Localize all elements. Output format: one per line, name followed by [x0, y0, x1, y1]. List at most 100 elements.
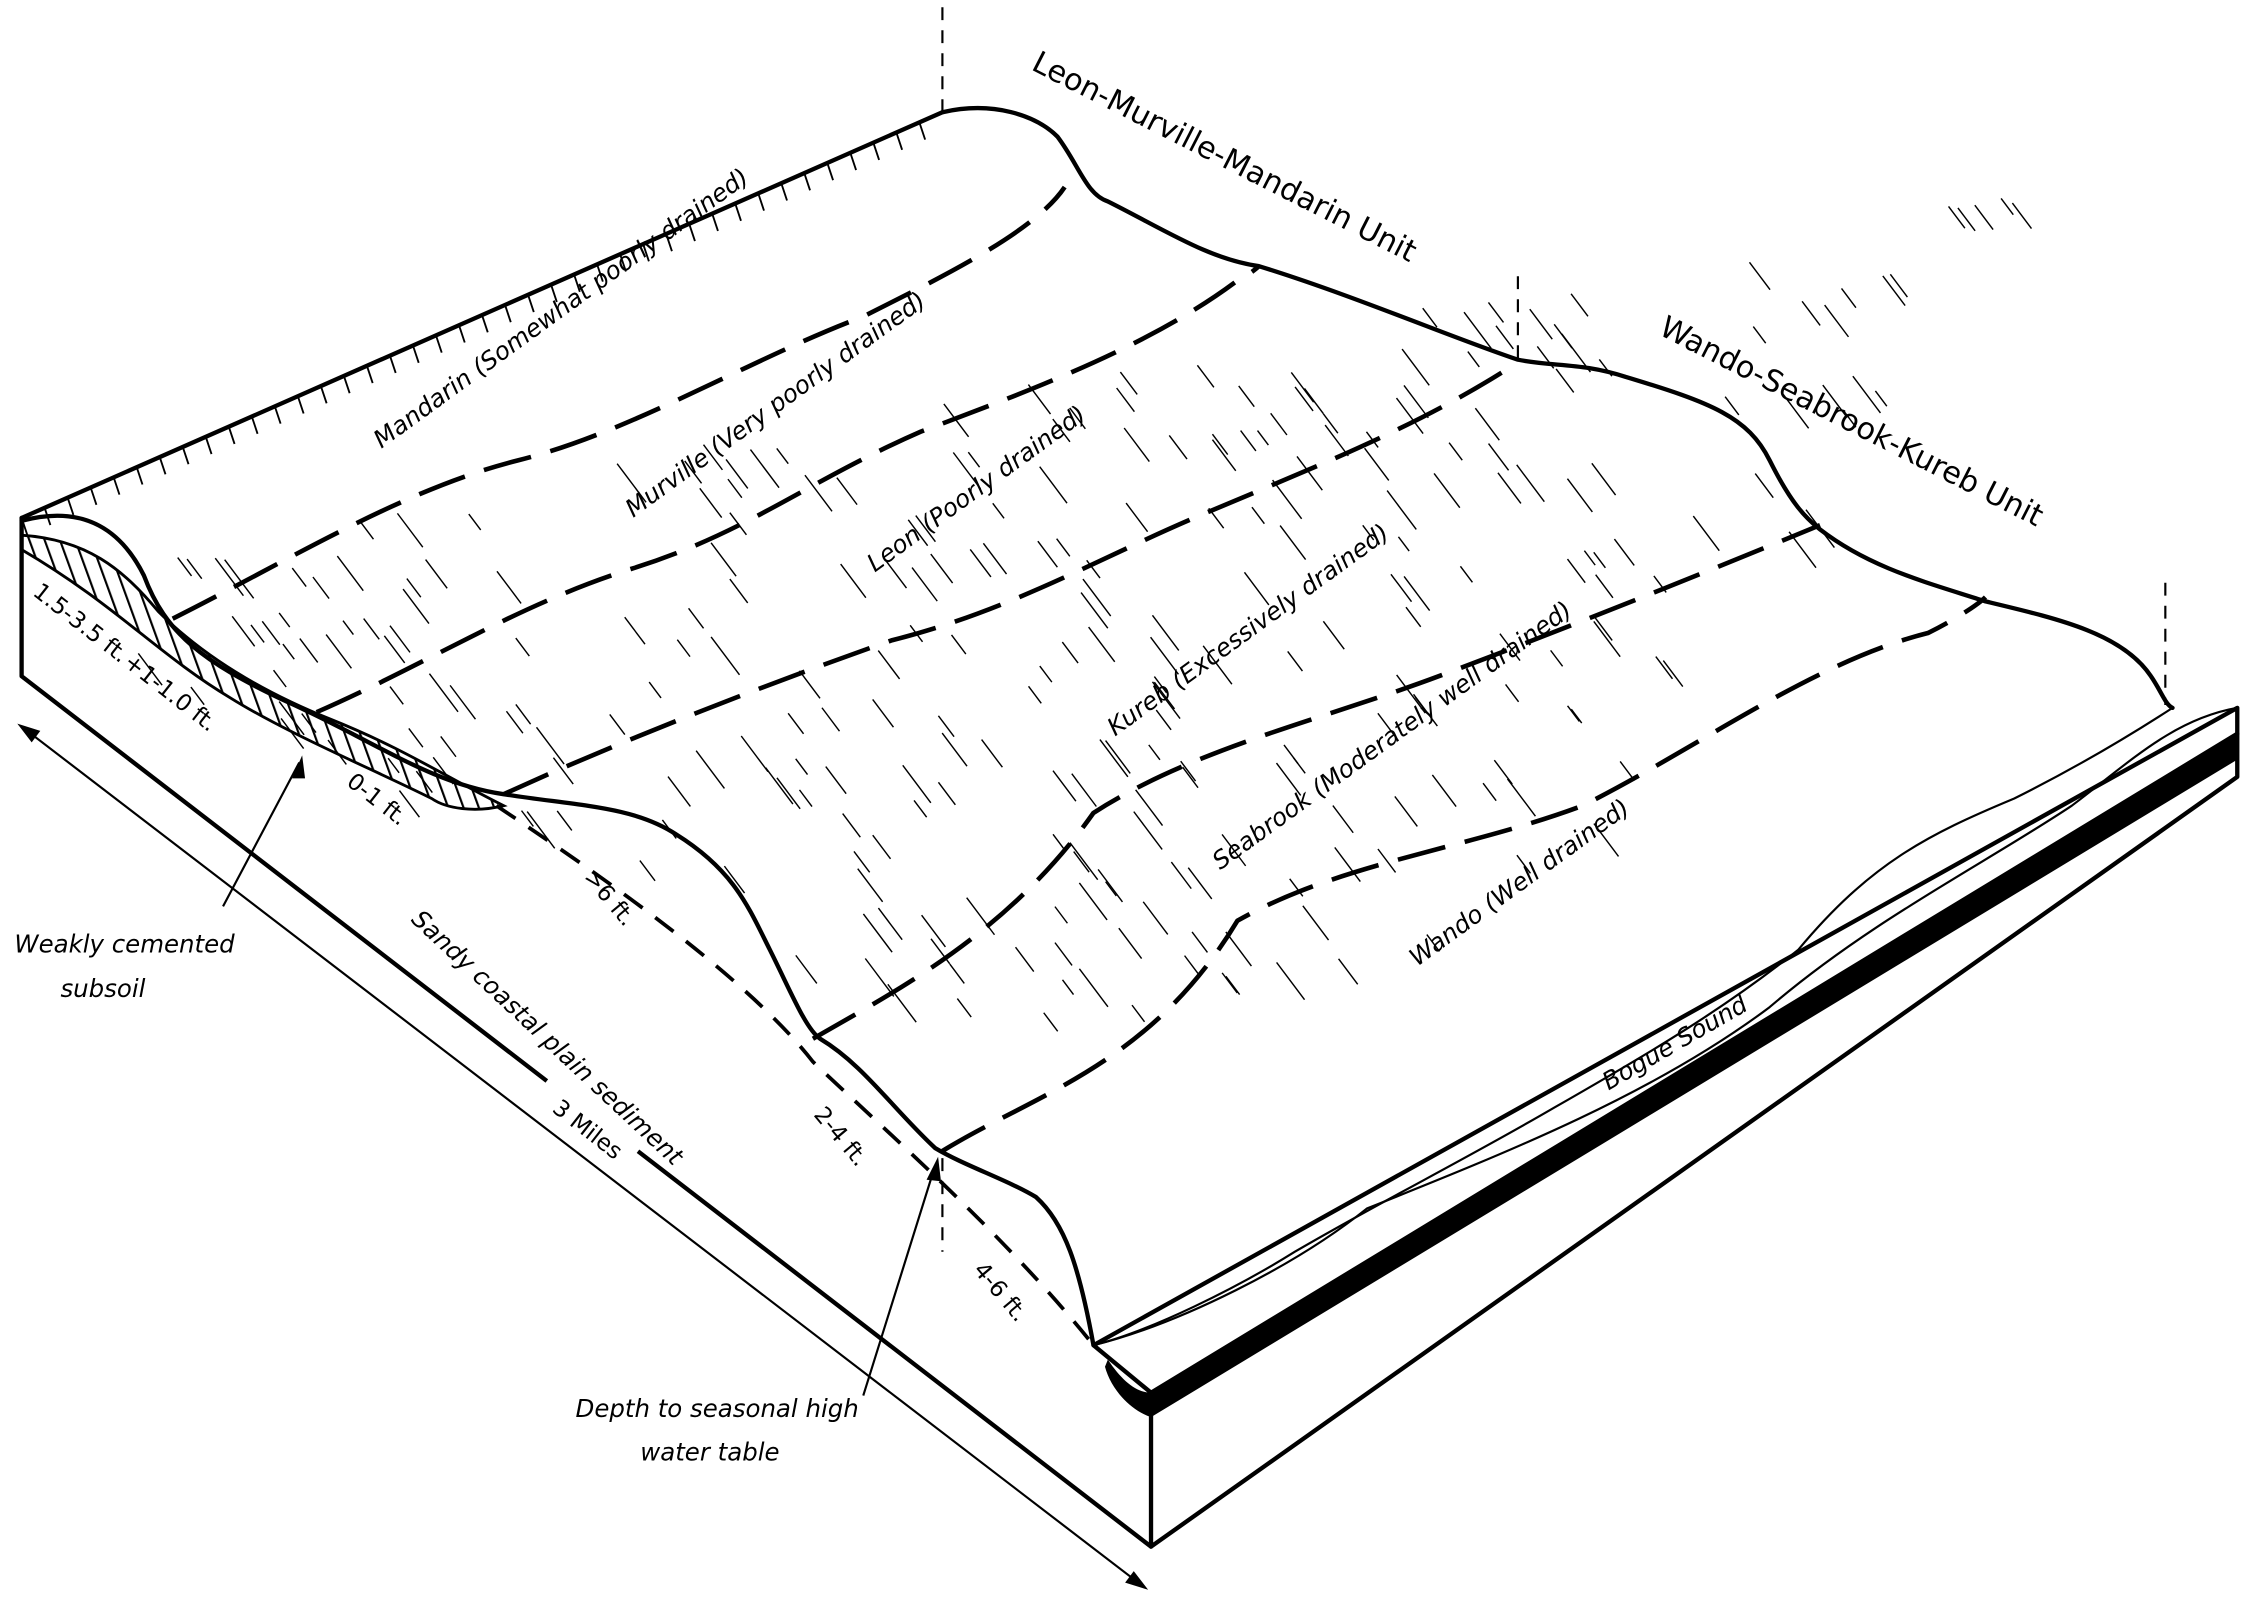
hachure-stroke — [1061, 641, 1079, 664]
hachure-stroke — [624, 616, 646, 645]
hachure-stroke — [1499, 633, 1521, 661]
hachure-stroke — [2011, 202, 2033, 229]
ridge-profile — [940, 105, 2175, 711]
back-tick — [366, 365, 374, 384]
hachure-stroke — [725, 459, 749, 489]
hachure-stroke — [710, 636, 741, 676]
hachure-stroke — [1211, 433, 1229, 456]
hachure-stroke — [1180, 760, 1197, 782]
hachure-stroke — [1073, 851, 1090, 873]
hachure-stroke — [702, 444, 723, 471]
subsoil-annotation-line1: Weakly cemented — [14, 929, 235, 958]
hachure-stroke — [687, 607, 705, 629]
hachure-stroke — [1086, 559, 1101, 579]
hachure-stroke — [1052, 770, 1077, 802]
hachure-stroke — [1403, 384, 1429, 419]
hachure-stroke — [1459, 565, 1474, 583]
hachure-stroke — [885, 560, 908, 589]
hachure-stroke — [515, 704, 532, 725]
soil-label-wando: Wando (Well drained) — [1404, 793, 1635, 972]
hachure-stroke — [1364, 447, 1390, 481]
back-tick — [596, 264, 604, 282]
hachure-stroke — [231, 615, 256, 647]
scale-line — [20, 725, 1145, 1588]
hachure-stroke — [1322, 620, 1345, 650]
subsoil-annotation-line2: subsoil — [60, 974, 145, 1003]
slab-front-top — [1148, 731, 2240, 1395]
hachure-stroke — [1148, 744, 1161, 761]
hachure-stroke — [840, 563, 867, 599]
hachure-stroke — [1118, 927, 1143, 960]
hachure-stroke — [1052, 418, 1071, 443]
back-tick — [181, 446, 190, 465]
hachure-stroke — [312, 576, 330, 599]
hachure-stroke — [261, 620, 281, 646]
hachure-stroke — [1957, 207, 1976, 232]
hachure-stroke — [981, 739, 1003, 768]
hachure-stroke — [937, 781, 956, 806]
hachure-stroke — [515, 637, 530, 657]
back-tick — [319, 385, 328, 404]
hachure-stroke — [930, 553, 954, 584]
hachure-stroke — [1433, 472, 1461, 509]
boundary-seabrook-wando — [941, 595, 1988, 1153]
hachure-stroke — [389, 686, 404, 705]
hachure-stroke — [911, 567, 938, 602]
hachure-stroke — [1069, 842, 1099, 881]
hachure-stroke — [648, 681, 662, 699]
hachure-stroke — [406, 578, 422, 598]
hachure-stroke — [1395, 397, 1424, 434]
hachure-stroke — [1088, 626, 1116, 663]
hachure-stroke — [1256, 430, 1269, 446]
hachure-stroke — [776, 777, 801, 810]
hachure-stroke — [1322, 413, 1339, 434]
hachure-stroke — [1251, 506, 1265, 525]
depth-label-6: 4-6 ft. — [968, 1258, 1032, 1327]
back-tick — [389, 355, 397, 374]
hachure-stroke — [1852, 375, 1882, 414]
scale-arrow-end — [1125, 1571, 1149, 1590]
hachure-stroke — [1566, 478, 1593, 513]
hachure-stroke — [937, 715, 955, 738]
depth-label-5: 2-4 ft. — [808, 1102, 872, 1171]
back-tick — [711, 213, 719, 232]
hachure-stroke — [1014, 946, 1035, 972]
hachure-stroke — [526, 811, 556, 849]
hachure-stroke — [389, 625, 411, 653]
hachure-stroke — [1151, 614, 1180, 651]
hachure-stroke — [1754, 473, 1774, 499]
hachure-stroke — [684, 460, 703, 484]
hachure-stroke — [1842, 410, 1857, 428]
hachure-stroke — [1052, 833, 1065, 849]
back-tick — [458, 324, 466, 343]
hachure-stroke — [1493, 759, 1513, 785]
hachure-stroke — [695, 750, 725, 789]
hachure-stroke — [1394, 795, 1418, 827]
subsoil-leader — [222, 762, 301, 907]
boundary-mandarin-murville — [171, 185, 1067, 621]
hachure-stroke — [765, 767, 794, 805]
hachure-stroke — [186, 558, 203, 580]
hachure-stroke — [1595, 574, 1614, 599]
back-tick — [918, 122, 927, 140]
hachure-stroke — [1386, 490, 1417, 530]
hachure-stroke — [1529, 308, 1553, 340]
hachure-stroke — [1506, 778, 1536, 817]
hachure-stroke — [535, 726, 565, 765]
hachure-stroke — [1153, 681, 1176, 710]
hachure-stroke — [1155, 709, 1172, 731]
hachure-stroke — [1724, 396, 1740, 416]
hachure-stroke — [857, 868, 884, 903]
hachure-stroke — [556, 810, 573, 831]
hachure-stroke — [1061, 979, 1075, 995]
hachure-stroke — [1822, 384, 1848, 418]
back-tick — [734, 203, 742, 222]
sound-shoreline — [1093, 706, 2174, 1347]
hachure-stroke — [1566, 558, 1586, 584]
hachure-stroke — [966, 897, 996, 936]
hachure-stroke — [1889, 273, 1908, 298]
hachure-stroke — [956, 998, 972, 1018]
hachure-stroke — [1482, 782, 1497, 802]
hachure-stroke — [1294, 386, 1314, 412]
hachure-stroke — [1027, 685, 1042, 704]
